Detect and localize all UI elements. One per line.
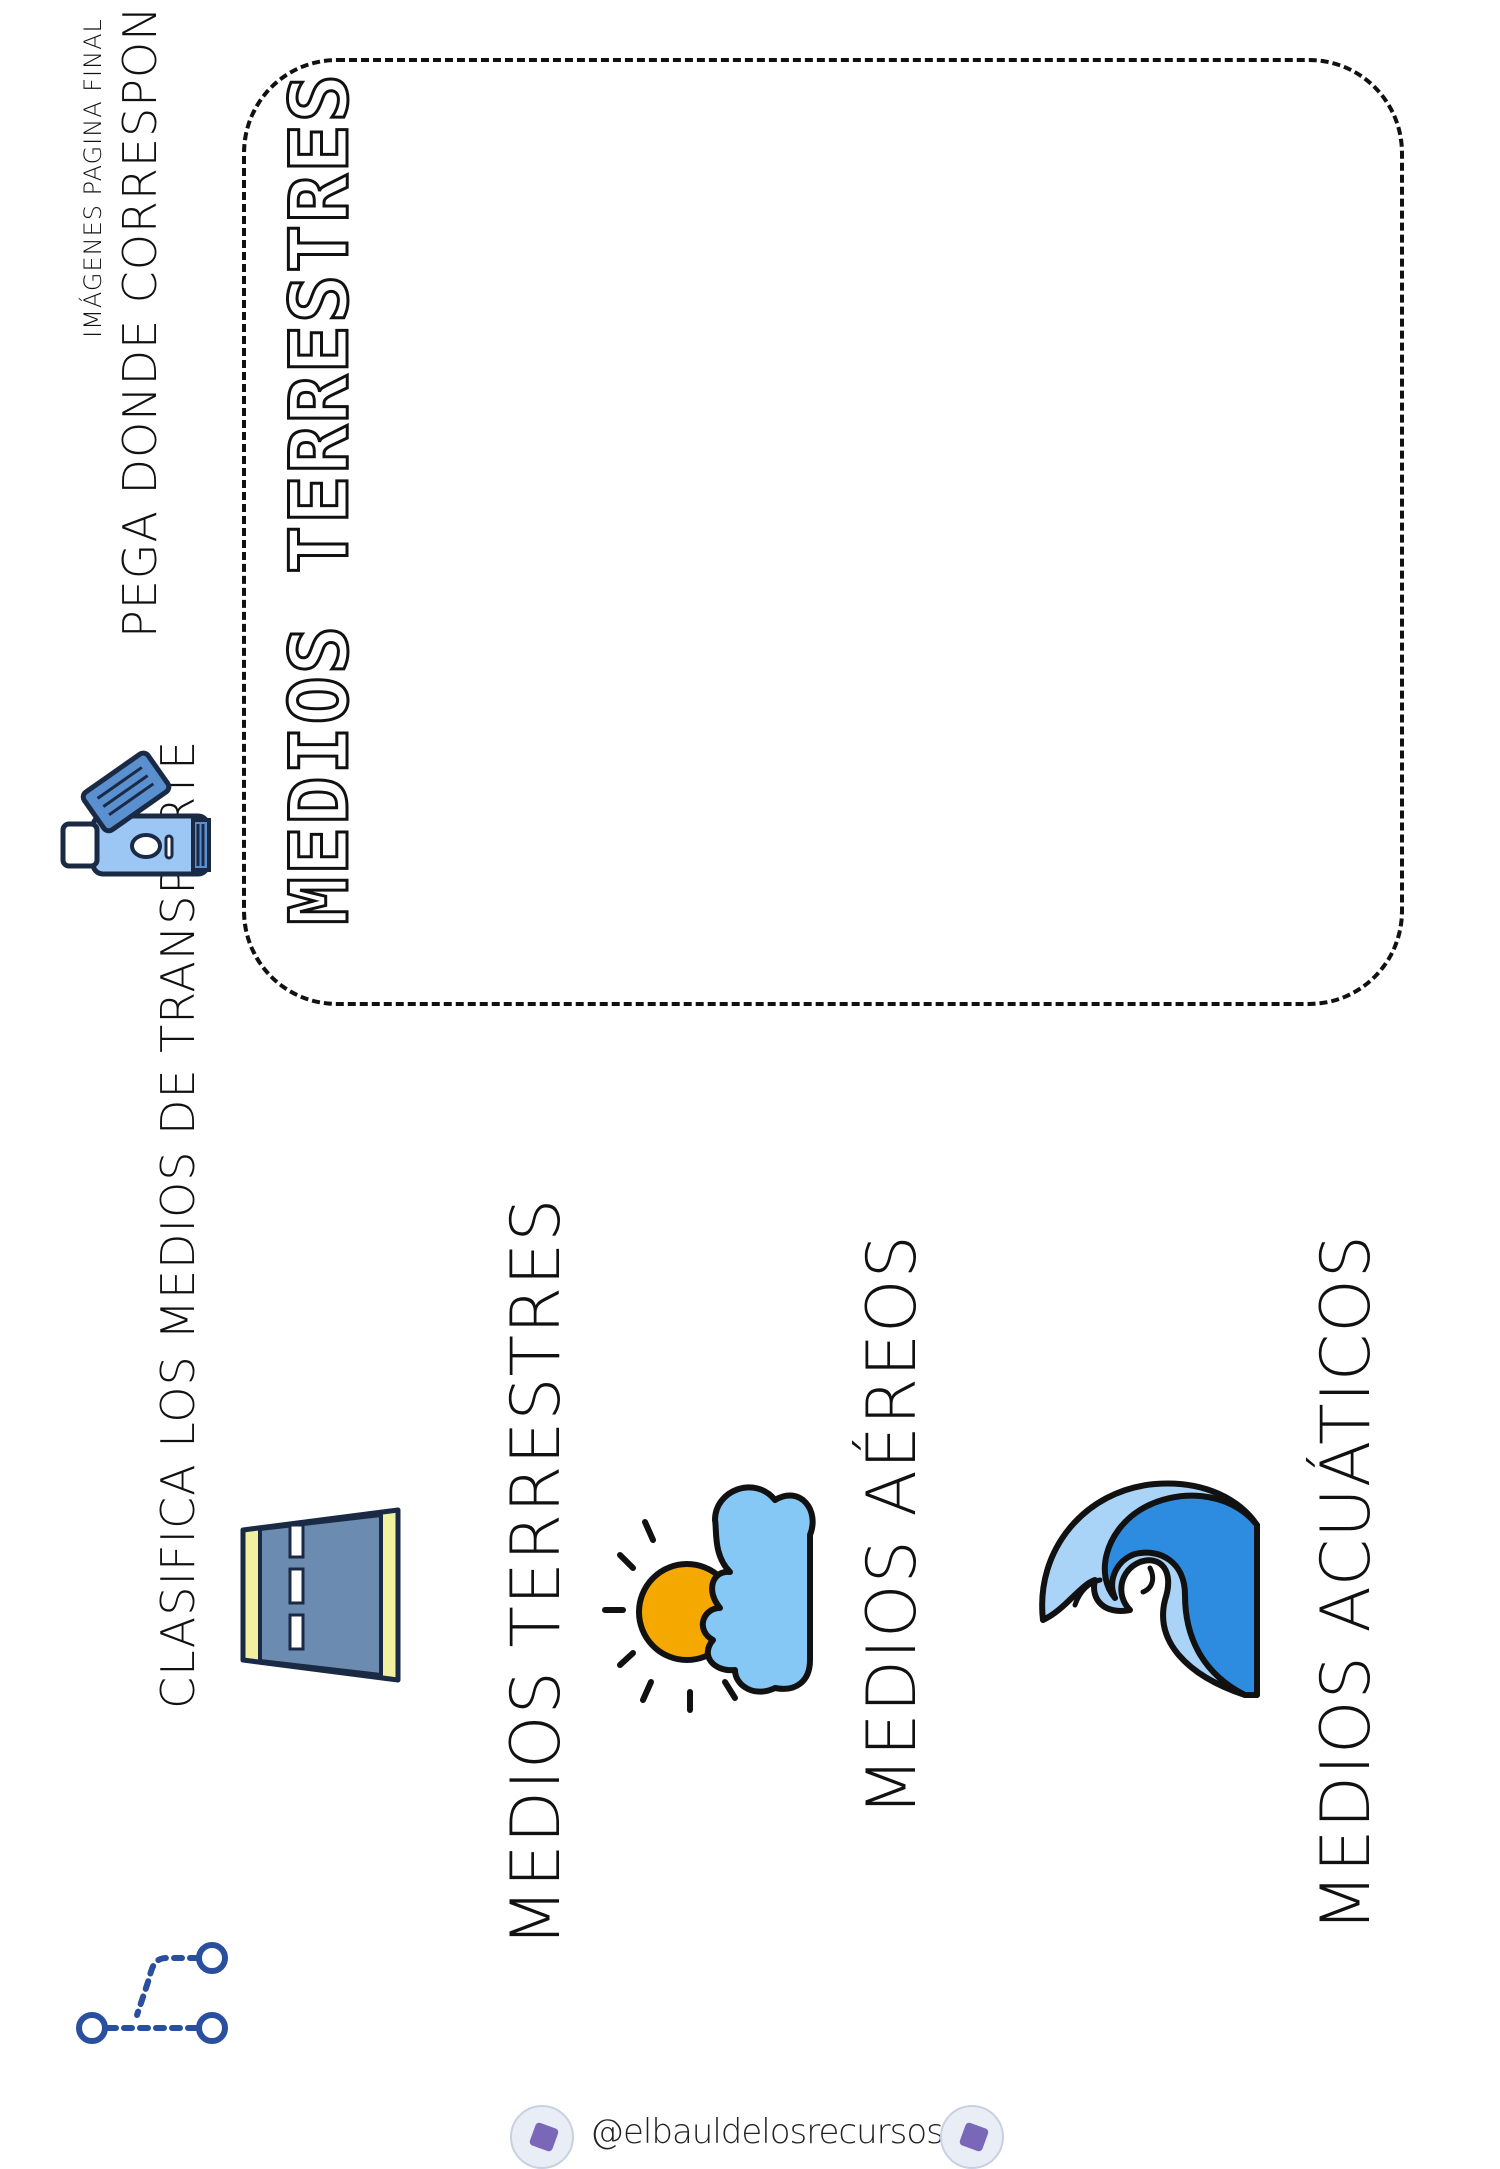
route-icon: [76, 1942, 228, 2044]
drop-zone[interactable]: [242, 58, 1404, 1006]
glue-stick-icon: [60, 750, 211, 877]
sun-cloud-icon: [602, 1484, 816, 1713]
page-title: CLASIFICA LOS MEDIOS DE TRANSPORTE: [151, 739, 205, 1709]
footer-handle: @elbauldelosrecursos.ed: [590, 2112, 994, 2152]
drop-zone-label: MEDIOS TERRESTRES: [272, 71, 368, 927]
footer-badge-right: [940, 2105, 1004, 2169]
page-note: IMÁGENES PAGINA FINAL: [79, 18, 107, 338]
category-label-aereos: MEDIOS AÉREOS: [853, 1234, 932, 1816]
instruction-text: PEGA DONDE CORRESPONDA: [113, 0, 167, 638]
road-icon: [240, 1507, 401, 1683]
wave-icon: [1039, 1480, 1260, 1698]
category-label-acuaticos: MEDIOS ACUÁTICOS: [1307, 1234, 1386, 1932]
footer-badge-left: [510, 2105, 574, 2169]
category-label-terrestres: MEDIOS TERRESTRES: [497, 1197, 576, 1947]
